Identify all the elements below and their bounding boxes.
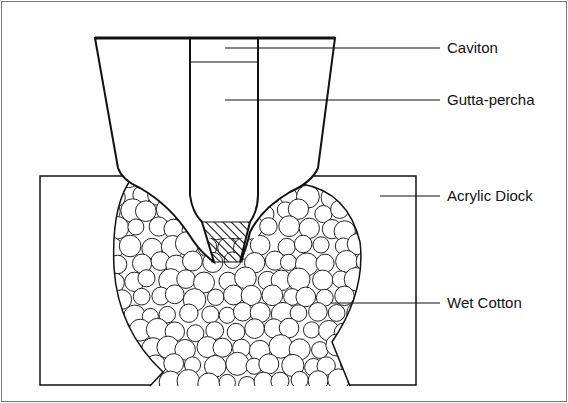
cotton-fibre bbox=[332, 168, 349, 185]
cotton-fibre bbox=[260, 218, 277, 235]
cotton-fibre bbox=[133, 288, 150, 305]
cotton-fibre bbox=[219, 307, 235, 323]
cotton-fibre bbox=[119, 235, 141, 257]
cotton-fibre bbox=[128, 219, 144, 235]
cotton-fibre bbox=[279, 216, 300, 237]
cotton-fibre bbox=[316, 254, 334, 272]
cotton-fibre bbox=[360, 324, 377, 341]
cotton-fibre bbox=[107, 354, 125, 372]
cotton-fibre bbox=[313, 237, 329, 253]
cotton-fibre bbox=[104, 338, 127, 361]
cotton-fibre bbox=[291, 371, 308, 388]
cotton-fibre bbox=[226, 352, 249, 375]
tooth-top bbox=[95, 37, 335, 40]
cotton-fibre bbox=[119, 337, 138, 356]
cotton-fibre bbox=[202, 306, 219, 323]
cotton-fibre bbox=[294, 235, 312, 253]
leader-line bbox=[225, 100, 440, 101]
part-label: Wet Cotton bbox=[446, 294, 523, 312]
cotton-fibre bbox=[219, 374, 235, 390]
cotton-fibre bbox=[177, 270, 196, 289]
cotton-fibre bbox=[259, 354, 279, 374]
cotton-fibre bbox=[354, 341, 370, 357]
part-label: Acrylic Diock bbox=[446, 187, 534, 205]
cotton-fibre bbox=[207, 289, 223, 305]
leader-line bbox=[330, 303, 440, 304]
cotton-fibre bbox=[164, 354, 184, 374]
cotton-fibre bbox=[98, 300, 121, 323]
cotton-fibre bbox=[352, 168, 371, 187]
leader-line bbox=[225, 48, 440, 49]
cotton-fibre bbox=[308, 371, 328, 391]
canal bbox=[190, 38, 258, 238]
cotton-fibre bbox=[106, 370, 125, 389]
cotton-fibre bbox=[142, 371, 161, 390]
cotton-fibre bbox=[357, 288, 380, 311]
cotton-fibre bbox=[106, 217, 128, 239]
tooth-wall-right bbox=[240, 38, 335, 262]
part-label: Gutta-percha bbox=[446, 91, 536, 109]
cotton-fibre bbox=[313, 270, 333, 290]
cotton-fibre bbox=[180, 304, 198, 322]
cotton-fibre bbox=[354, 185, 373, 204]
cotton-fibre bbox=[328, 369, 349, 390]
leader-line bbox=[380, 196, 440, 197]
cotton-fibre bbox=[213, 338, 232, 357]
cotton-fibre bbox=[349, 200, 368, 219]
cotton-fibre bbox=[328, 305, 345, 322]
cotton-fibre bbox=[245, 319, 265, 339]
cotton-fibre bbox=[347, 302, 370, 325]
cotton-fibre bbox=[233, 302, 252, 321]
caviton-boundary bbox=[190, 61, 258, 62]
cotton-fibre bbox=[117, 372, 141, 396]
cotton-fibre bbox=[108, 255, 126, 273]
cotton-fibre bbox=[198, 373, 220, 395]
cotton-fibre bbox=[303, 322, 319, 338]
tooth-wall-left bbox=[95, 38, 214, 262]
cotton-fibre bbox=[254, 372, 273, 391]
part-label: Caviton bbox=[446, 39, 499, 57]
cotton-fibre bbox=[165, 285, 184, 304]
cotton-fibre bbox=[340, 186, 360, 206]
cotton-fibre bbox=[271, 372, 289, 390]
cotton-fibre bbox=[138, 270, 155, 287]
cotton-fibre bbox=[280, 254, 296, 270]
cotton-fibre bbox=[227, 323, 245, 341]
cotton-fibre bbox=[353, 352, 376, 375]
cotton-fibre bbox=[103, 170, 120, 187]
cotton-fibre bbox=[239, 376, 256, 393]
cotton-fibre bbox=[316, 169, 334, 187]
cotton-fibre bbox=[224, 285, 244, 305]
cotton-fibre bbox=[177, 370, 199, 392]
cotton-fibre bbox=[309, 303, 328, 322]
cotton-fibre bbox=[183, 251, 203, 271]
